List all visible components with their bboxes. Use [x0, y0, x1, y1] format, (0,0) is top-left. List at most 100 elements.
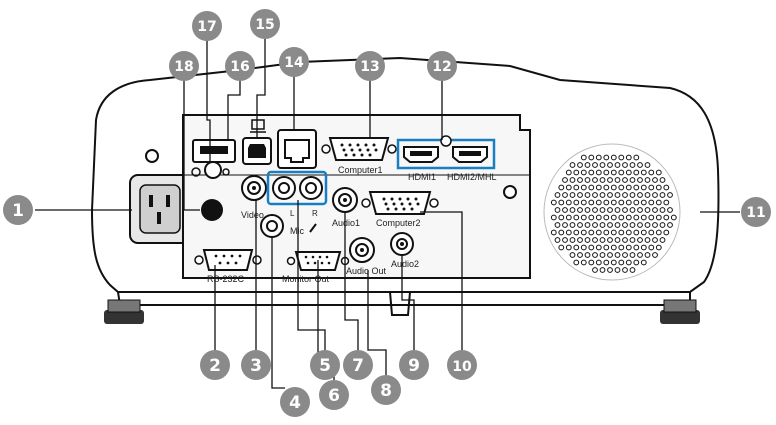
- speaker-hole: [558, 244, 565, 251]
- speaker-hole: [640, 244, 647, 251]
- speaker-hole: [659, 207, 666, 213]
- speaker-hole: [573, 244, 580, 251]
- speaker-hole: [607, 267, 613, 273]
- speaker-hole: [618, 244, 625, 251]
- lan-port: [277, 129, 317, 169]
- speaker-hole: [644, 177, 651, 183]
- power-inlet: [129, 174, 191, 244]
- speaker-hole: [629, 207, 636, 213]
- speaker-hole: [592, 222, 598, 228]
- speaker-hole: [569, 252, 576, 258]
- speaker-hole: [592, 207, 598, 213]
- speaker-hole: [595, 184, 602, 191]
- callout-4: 4: [280, 387, 310, 417]
- speaker-hole: [629, 177, 636, 183]
- speaker-hole: [633, 214, 640, 221]
- audio1-label: Audio1: [332, 218, 360, 228]
- svg-text:9: 9: [408, 356, 420, 376]
- speaker-hole: [588, 259, 595, 266]
- callout-12: 12: [427, 51, 457, 81]
- speaker-hole: [633, 169, 640, 176]
- speaker-hole: [584, 252, 591, 258]
- speaker-hole: [565, 184, 572, 191]
- speaker-hole: [599, 192, 606, 198]
- speaker-hole: [588, 244, 595, 251]
- speaker-hole: [633, 199, 640, 206]
- speaker-hole: [607, 237, 613, 243]
- audio-r-port: [299, 176, 323, 200]
- speaker-hole: [562, 192, 568, 198]
- computer2-label: Computer2: [376, 218, 421, 228]
- speaker-hole: [637, 162, 643, 168]
- speaker-hole: [614, 177, 621, 183]
- speaker-hole: [652, 237, 658, 243]
- speaker-hole: [562, 222, 568, 228]
- speaker-grille-icon: [543, 143, 681, 281]
- speaker-hole: [614, 207, 621, 213]
- speaker-hole: [610, 214, 617, 221]
- speaker-hole: [633, 244, 640, 251]
- speaker-hole: [652, 207, 658, 213]
- svg-text:2: 2: [209, 356, 221, 376]
- audio-r-label: R: [312, 209, 318, 218]
- speaker-hole: [625, 259, 632, 266]
- foot-left: [104, 299, 144, 324]
- screw-right: [503, 185, 517, 199]
- mic-port: [260, 214, 284, 238]
- speaker-hole: [558, 229, 565, 236]
- speaker-hole: [652, 192, 658, 198]
- speaker-hole: [599, 177, 606, 183]
- hdmi1-port: [403, 146, 439, 163]
- speaker-hole: [569, 222, 576, 228]
- speaker-hole: [580, 229, 587, 236]
- speaker-hole: [648, 184, 655, 191]
- service-port: [191, 161, 230, 179]
- usb-a-port: [192, 139, 236, 163]
- speaker-hole: [573, 229, 580, 236]
- speaker-hole: [648, 214, 655, 221]
- speaker-hole: [592, 252, 598, 258]
- speaker-hole: [622, 192, 628, 198]
- speaker-hole: [607, 222, 613, 228]
- security-slot: [201, 199, 223, 221]
- speaker-hole: [655, 169, 662, 176]
- svg-text:16: 16: [230, 59, 249, 75]
- svg-text:8: 8: [380, 381, 392, 401]
- callout-18: 18: [169, 51, 199, 81]
- speaker-hole: [610, 259, 617, 266]
- speaker-hole: [603, 259, 610, 266]
- speaker-hole: [595, 169, 602, 176]
- speaker-hole: [663, 184, 670, 191]
- hdmi1-label: HDMI1: [408, 172, 436, 182]
- audio-l-port: [272, 176, 296, 200]
- speaker-hole: [562, 177, 568, 183]
- speaker-hole: [625, 184, 632, 191]
- speaker-hole: [603, 244, 610, 251]
- speaker-hole: [614, 162, 621, 168]
- speaker-hole: [610, 169, 617, 176]
- speaker-hole: [595, 154, 602, 161]
- svg-text:11: 11: [746, 205, 765, 221]
- speaker-hole: [595, 214, 602, 221]
- rs232c-port: [194, 249, 262, 271]
- speaker-hole: [648, 229, 655, 236]
- speaker-hole: [584, 162, 591, 168]
- speaker-hole: [577, 222, 583, 228]
- monitor-out-label: Monitor Out: [282, 274, 330, 284]
- speaker-hole: [592, 237, 598, 243]
- speaker-hole: [629, 267, 636, 273]
- speaker-hole: [640, 184, 647, 191]
- speaker-hole: [607, 162, 613, 168]
- speaker-hole: [625, 244, 632, 251]
- video-label: Video: [241, 210, 264, 220]
- speaker-hole: [655, 244, 662, 251]
- speaker-hole: [629, 192, 636, 198]
- speaker-hole: [550, 229, 557, 236]
- speaker-hole: [595, 199, 602, 206]
- callout-11: 11: [741, 197, 771, 227]
- speaker-hole: [584, 237, 591, 243]
- speaker-hole: [633, 259, 640, 266]
- microphone-icon: [309, 223, 317, 233]
- speaker-hole: [629, 222, 636, 228]
